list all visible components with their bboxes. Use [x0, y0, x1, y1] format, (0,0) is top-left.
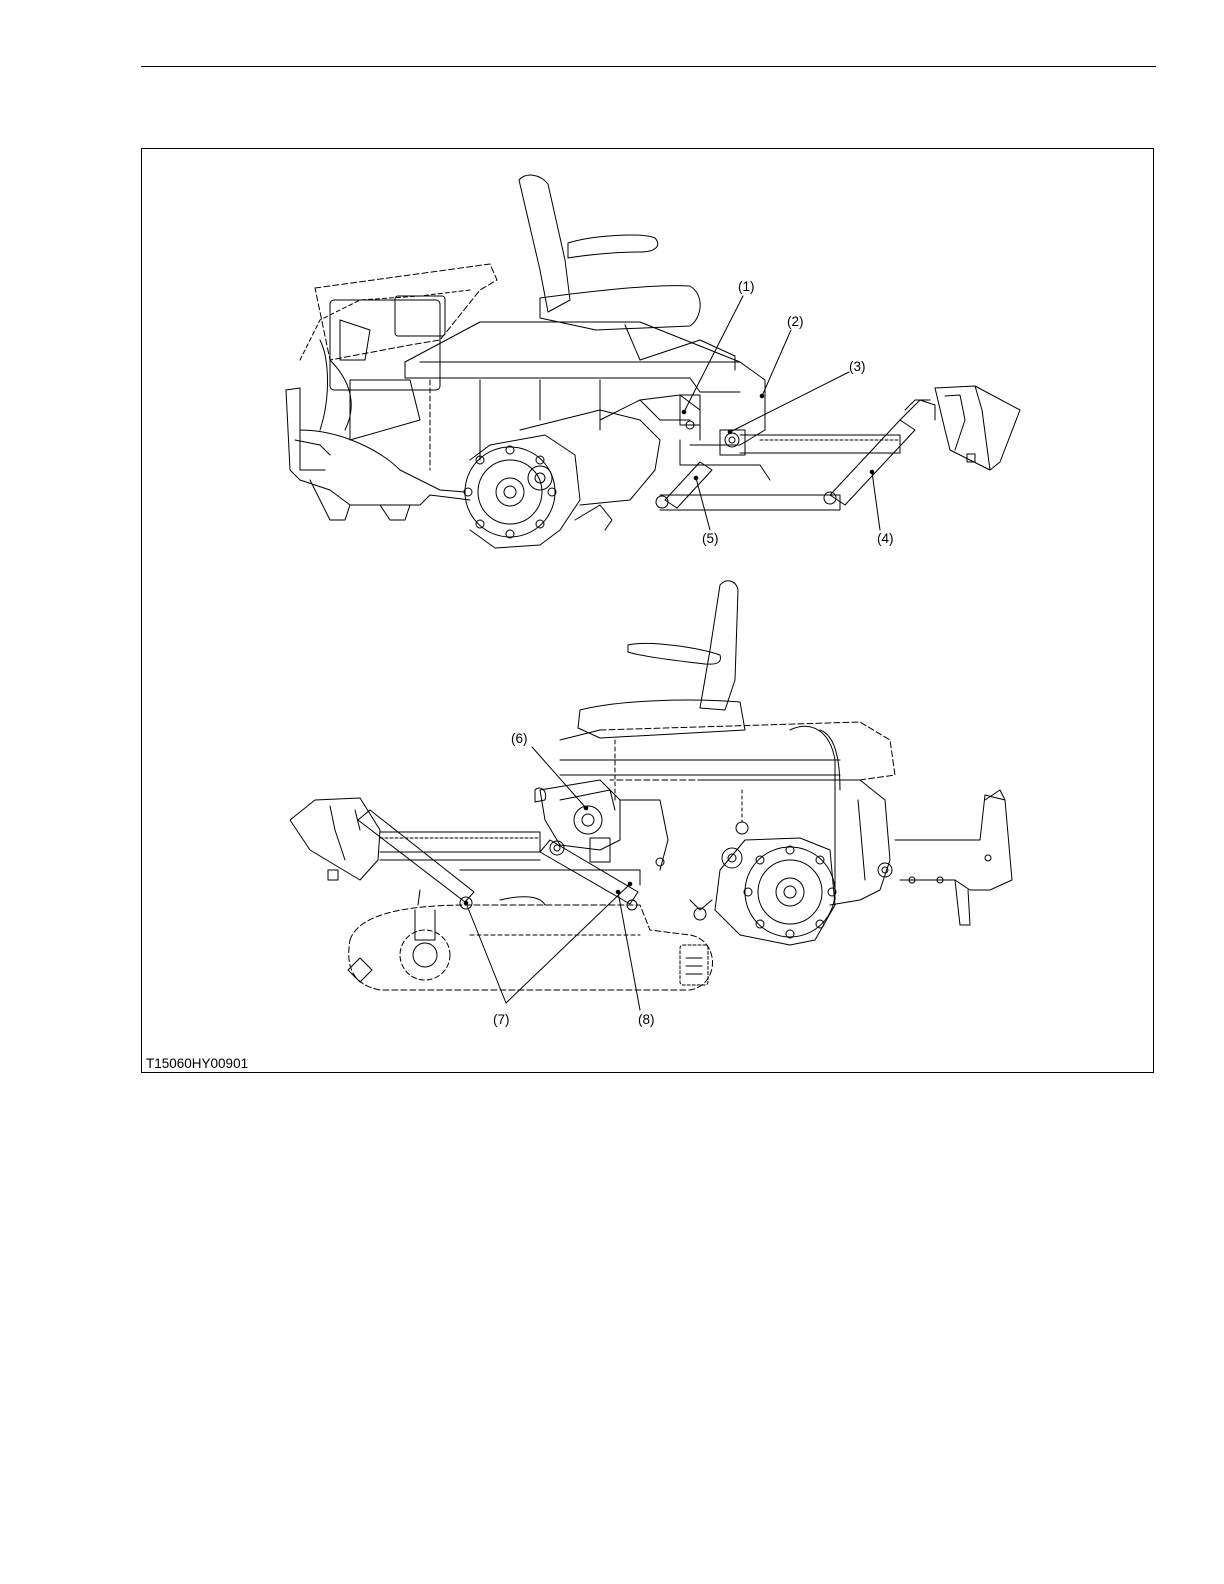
top-drawing [286, 175, 1020, 548]
seat-cushion-lower [578, 700, 745, 738]
rear-bracket-lower [895, 795, 1012, 890]
lift-link-4 [830, 420, 915, 505]
leader-7a [466, 903, 506, 1003]
callout-2: (2) [787, 315, 804, 329]
callout-5: (5) [702, 532, 719, 546]
seat-cushion [540, 286, 700, 330]
leader-5 [696, 478, 710, 530]
bottom-drawing [290, 581, 1012, 1010]
leader-6 [532, 747, 586, 808]
callout-3: (3) [849, 360, 866, 374]
deck-rail [740, 435, 900, 453]
leader-3 [730, 372, 849, 432]
leader-8 [618, 892, 640, 1010]
lift-link-7a [358, 810, 474, 902]
leader-4 [872, 472, 880, 530]
seat-back [519, 175, 570, 312]
callout-6: (6) [511, 732, 528, 746]
seat-armrest [568, 235, 658, 258]
callout-8: (8) [638, 1013, 655, 1027]
callout-1: (1) [738, 280, 755, 294]
body-panel-lower [600, 722, 895, 780]
deck-rail-lower [380, 832, 540, 852]
mower-deck-lower [349, 905, 713, 990]
front-guard [935, 386, 1020, 470]
front-guard-lower [290, 798, 380, 880]
leader-7b [506, 884, 630, 1003]
leader-1 [684, 296, 743, 412]
deck-top-plate [405, 322, 765, 445]
callout-7: (7) [493, 1013, 510, 1027]
leader-2 [762, 330, 791, 396]
rear-hood [315, 264, 497, 360]
seat-armrest-lower [628, 643, 720, 664]
figure-code: T15060HY00901 [146, 1056, 248, 1071]
lift-link-5 [665, 462, 712, 508]
callout-4: (4) [877, 532, 894, 546]
seat-back-lower [700, 581, 738, 710]
